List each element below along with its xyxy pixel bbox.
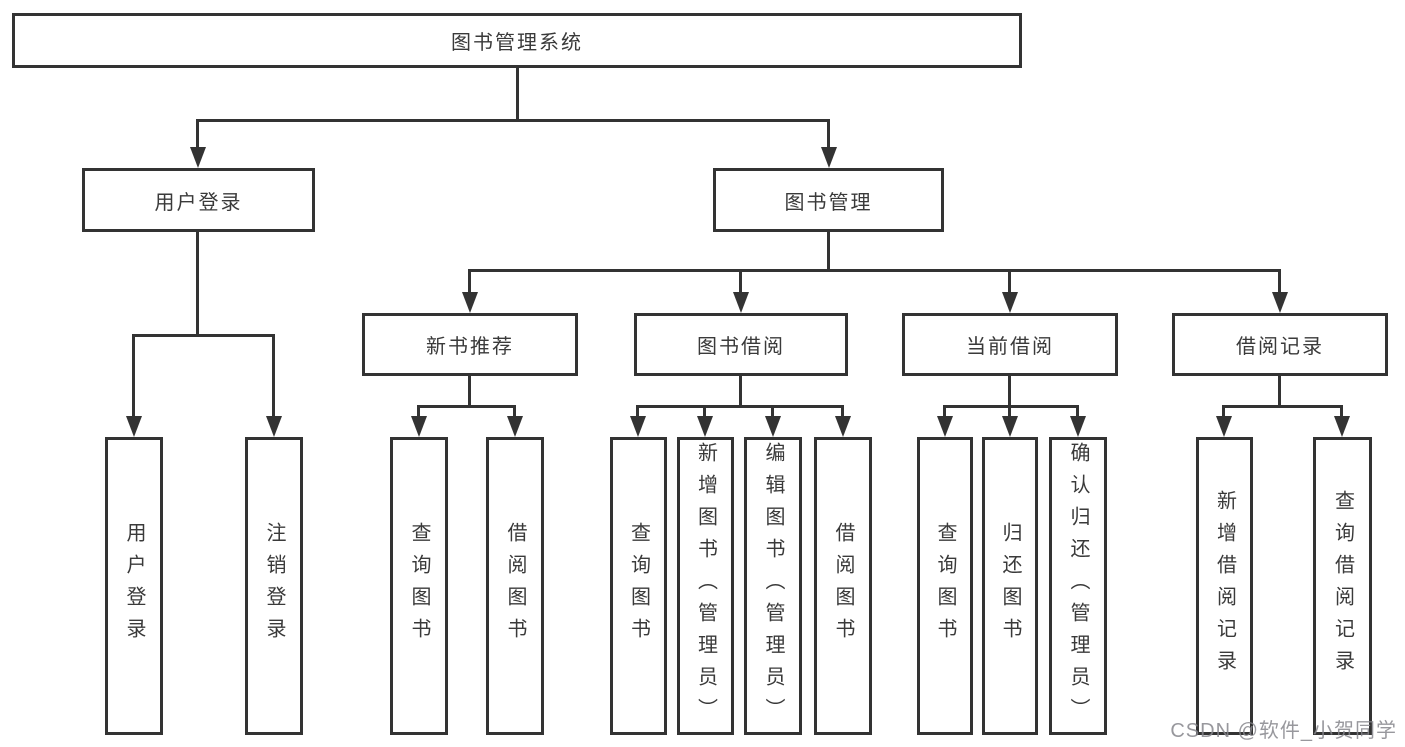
arrowhead-borrow-icon (733, 292, 749, 313)
connector-leaf-user-0-stem (132, 334, 135, 418)
node-current-borrow: 当前借阅 (902, 313, 1118, 376)
connector-leaf-borrow-1-stem (703, 405, 706, 418)
connector-leaf-borrow-3-stem (841, 405, 844, 418)
leaf-current-confirm-return-admin: 确认归还（管理员） (1049, 437, 1107, 735)
leaf-borrow-borrow-books: 借阅图书 (814, 437, 872, 735)
connector-leaf-records-1-stem (1340, 405, 1343, 418)
leaf-recommend-query-books: 查询图书 (390, 437, 448, 735)
leaf-current-query-books: 查询图书 (917, 437, 973, 735)
leaf-logout: 注销登录 (245, 437, 303, 735)
arrowhead-user-login-icon (190, 147, 206, 168)
connector-recommend-group-stem (468, 376, 471, 408)
connector-recommend-arrow-stem (468, 269, 471, 295)
node-new-book-recommend: 新书推荐 (362, 313, 578, 376)
connector-leaf-recommend-1-stem (513, 405, 516, 418)
arrowhead-leaf-recommend-1-icon (507, 416, 523, 437)
connector-current-arrow-stem (1008, 269, 1011, 295)
connector-leaf-borrow-2-stem (771, 405, 774, 418)
leaf-records-add-record: 新增借阅记录 (1196, 437, 1253, 735)
connector-borrow-arrow-stem (739, 269, 742, 295)
leaf-current-return-books: 归还图书 (982, 437, 1038, 735)
connector-recommend-group-hbar (417, 405, 516, 408)
arrowhead-book-mgmt-icon (821, 147, 837, 168)
connector-leaf-current-0-stem (943, 405, 946, 418)
arrowhead-leaf-borrow-1-icon (697, 416, 713, 437)
arrowhead-leaf-current-0-icon (937, 416, 953, 437)
leaf-borrow-edit-books-admin: 编辑图书（管理员） (744, 437, 802, 735)
connector-mgmt-group-stem (827, 232, 830, 272)
connector-records-group-hbar (1222, 405, 1343, 408)
leaf-records-query-record: 查询借阅记录 (1313, 437, 1372, 735)
arrowhead-leaf-borrow-2-icon (765, 416, 781, 437)
arrowhead-leaf-user-0-icon (126, 416, 142, 437)
csdn-watermark: CSDN @软件_小贺同学 (1170, 720, 1397, 742)
leaf-recommend-borrow-books: 借阅图书 (486, 437, 544, 735)
leaf-user-login: 用户登录 (105, 437, 163, 735)
arrowhead-current-icon (1002, 292, 1018, 313)
connector-records-arrow-stem (1278, 269, 1281, 295)
connector-leaf-records-0-stem (1222, 405, 1225, 418)
connector-leaf-user-1-stem (272, 334, 275, 418)
connector-borrow-group-stem (739, 376, 742, 408)
connector-book-mgmt-arrow-stem (827, 119, 830, 150)
connector-user-login-arrow-stem (196, 119, 199, 150)
connector-current-group-hbar (943, 405, 1079, 408)
leaf-borrow-add-books-admin: 新增图书（管理员） (677, 437, 734, 735)
connector-user-group-hbar (132, 334, 275, 337)
arrowhead-records-icon (1272, 292, 1288, 313)
node-book-mgmt: 图书管理 (713, 168, 944, 232)
connector-mgmt-group-hbar (468, 269, 1281, 272)
leaf-borrow-query-books: 查询图书 (610, 437, 667, 735)
arrowhead-leaf-user-1-icon (266, 416, 282, 437)
node-borrow-records: 借阅记录 (1172, 313, 1388, 376)
node-root: 图书管理系统 (12, 13, 1022, 68)
connector-leaf-current-1-stem (1008, 405, 1011, 418)
connector-user-group-stem (196, 232, 199, 337)
connector-records-group-stem (1278, 376, 1281, 408)
node-book-borrow: 图书借阅 (634, 313, 848, 376)
arrowhead-leaf-records-0-icon (1216, 416, 1232, 437)
connector-current-group-stem (1008, 376, 1011, 408)
arrowhead-recommend-icon (462, 292, 478, 313)
node-user-login: 用户登录 (82, 168, 315, 232)
connector-leaf-current-2-stem (1076, 405, 1079, 418)
connector-borrow-group-hbar (636, 405, 844, 408)
arrowhead-leaf-borrow-3-icon (835, 416, 851, 437)
arrowhead-leaf-borrow-0-icon (630, 416, 646, 437)
arrowhead-leaf-recommend-0-icon (411, 416, 427, 437)
arrowhead-leaf-records-1-icon (1334, 416, 1350, 437)
arrowhead-leaf-current-1-icon (1002, 416, 1018, 437)
connector-leaf-borrow-0-stem (636, 405, 639, 418)
connector-root-stem (516, 68, 519, 122)
arrowhead-leaf-current-2-icon (1070, 416, 1086, 437)
connector-root-hbar (196, 119, 830, 122)
connector-leaf-recommend-0-stem (417, 405, 420, 418)
